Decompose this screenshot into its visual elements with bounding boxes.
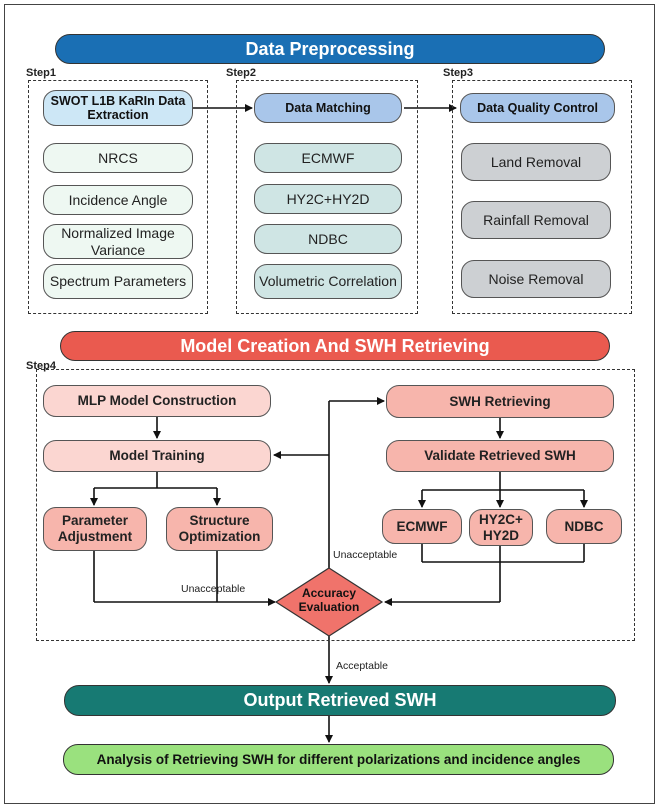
- banner-model-creation-text: Model Creation And SWH Retrieving: [180, 335, 490, 356]
- step1-item-label: NRCS: [98, 149, 138, 166]
- step1-header-text: SWOT L1B KaRIn Data Extraction: [50, 93, 186, 122]
- validation-hy2-box: HY2C+ HY2D: [469, 509, 533, 546]
- step3-header-text: Data Quality Control: [477, 100, 598, 115]
- step1-label: Step1: [26, 67, 56, 79]
- step3-container: [452, 80, 632, 314]
- validation-ndbc-box: NDBC: [546, 509, 622, 544]
- step1-item-normalized-image-variance: Normalized Image Variance: [43, 224, 193, 259]
- step1-item-nrcs: NRCS: [43, 143, 193, 173]
- validate-retrieved-swh-text: Validate Retrieved SWH: [424, 448, 576, 464]
- step3-item-label: Noise Removal: [488, 270, 584, 287]
- step2-item-hy2c-hy2d: HY2C+HY2D: [254, 184, 402, 214]
- step1-item-label: Incidence Angle: [68, 191, 168, 208]
- validation-hy2-text: HY2C+ HY2D: [479, 511, 523, 543]
- step2-item-label: NDBC: [308, 230, 348, 247]
- banner-output-retrieved-swh: Output Retrieved SWH: [64, 685, 616, 716]
- step3-item-noise-removal: Noise Removal: [461, 260, 611, 298]
- step1-item-spectrum-parameters: Spectrum Parameters: [43, 264, 193, 299]
- structure-optimization-text: Structure Optimization: [178, 513, 261, 544]
- step2-header: Data Matching: [254, 93, 402, 123]
- model-training-box: Model Training: [43, 440, 271, 472]
- mlp-model-construction-box: MLP Model Construction: [43, 385, 271, 417]
- label-acceptable: Acceptable: [336, 660, 388, 672]
- step3-label: Step3: [443, 67, 473, 79]
- step2-item-label: Volumetric Correlation: [259, 273, 397, 290]
- validate-retrieved-swh-box: Validate Retrieved SWH: [386, 440, 614, 472]
- diagram-frame: [4, 4, 655, 804]
- step2-item-ndbc: NDBC: [254, 224, 402, 254]
- model-training-text: Model Training: [109, 448, 205, 464]
- step2-label: Step2: [226, 67, 256, 79]
- step3-item-rainfall-removal: Rainfall Removal: [461, 201, 611, 239]
- step3-item-label: Land Removal: [490, 153, 582, 170]
- step3-item-land-removal: Land Removal: [461, 143, 611, 181]
- parameter-adjustment-box: Parameter Adjustment: [43, 507, 147, 551]
- step1-item-incidence-angle: Incidence Angle: [43, 185, 193, 215]
- step2-item-label: HY2C+HY2D: [286, 190, 370, 207]
- step3-header: Data Quality Control: [460, 93, 615, 123]
- swh-retrieving-box: SWH Retrieving: [386, 385, 614, 418]
- banner-data-preprocessing: Data Preprocessing: [55, 34, 605, 64]
- step4-container: [36, 369, 635, 641]
- step2-container: [236, 80, 418, 314]
- validation-ndbc-text: NDBC: [564, 518, 604, 534]
- step2-item-volumetric-correlation: Volumetric Correlation: [254, 264, 402, 299]
- step2-item-label: ECMWF: [301, 149, 355, 166]
- structure-optimization-box: Structure Optimization: [166, 507, 273, 551]
- banner-analysis: Analysis of Retrieving SWH for different…: [63, 744, 614, 775]
- mlp-model-construction-text: MLP Model Construction: [77, 393, 237, 409]
- step3-item-label: Rainfall Removal: [483, 211, 589, 228]
- banner-model-creation: Model Creation And SWH Retrieving: [60, 331, 610, 361]
- step2-item-ecmwf: ECMWF: [254, 143, 402, 173]
- label-unacceptable-right: Unacceptable: [333, 549, 398, 561]
- banner-analysis-text: Analysis of Retrieving SWH for different…: [96, 752, 581, 767]
- step1-item-label: Spectrum Parameters: [49, 273, 187, 290]
- step1-item-label: Normalized Image Variance: [61, 225, 175, 258]
- swh-retrieving-text: SWH Retrieving: [449, 393, 551, 409]
- accuracy-diamond: [274, 567, 384, 637]
- step1-container: [28, 80, 208, 314]
- validation-ecmwf-text: ECMWF: [396, 518, 448, 534]
- banner-data-preprocessing-text: Data Preprocessing: [245, 38, 415, 59]
- label-unacceptable-left: Unacceptable: [181, 583, 246, 595]
- step2-header-text: Data Matching: [285, 100, 371, 115]
- accuracy-evaluation-text: Accuracy Evaluation: [298, 586, 360, 615]
- banner-output-text: Output Retrieved SWH: [243, 690, 437, 710]
- step1-header: SWOT L1B KaRIn Data Extraction: [43, 90, 193, 126]
- validation-ecmwf-box: ECMWF: [382, 509, 462, 544]
- parameter-adjustment-text: Parameter Adjustment: [57, 513, 133, 544]
